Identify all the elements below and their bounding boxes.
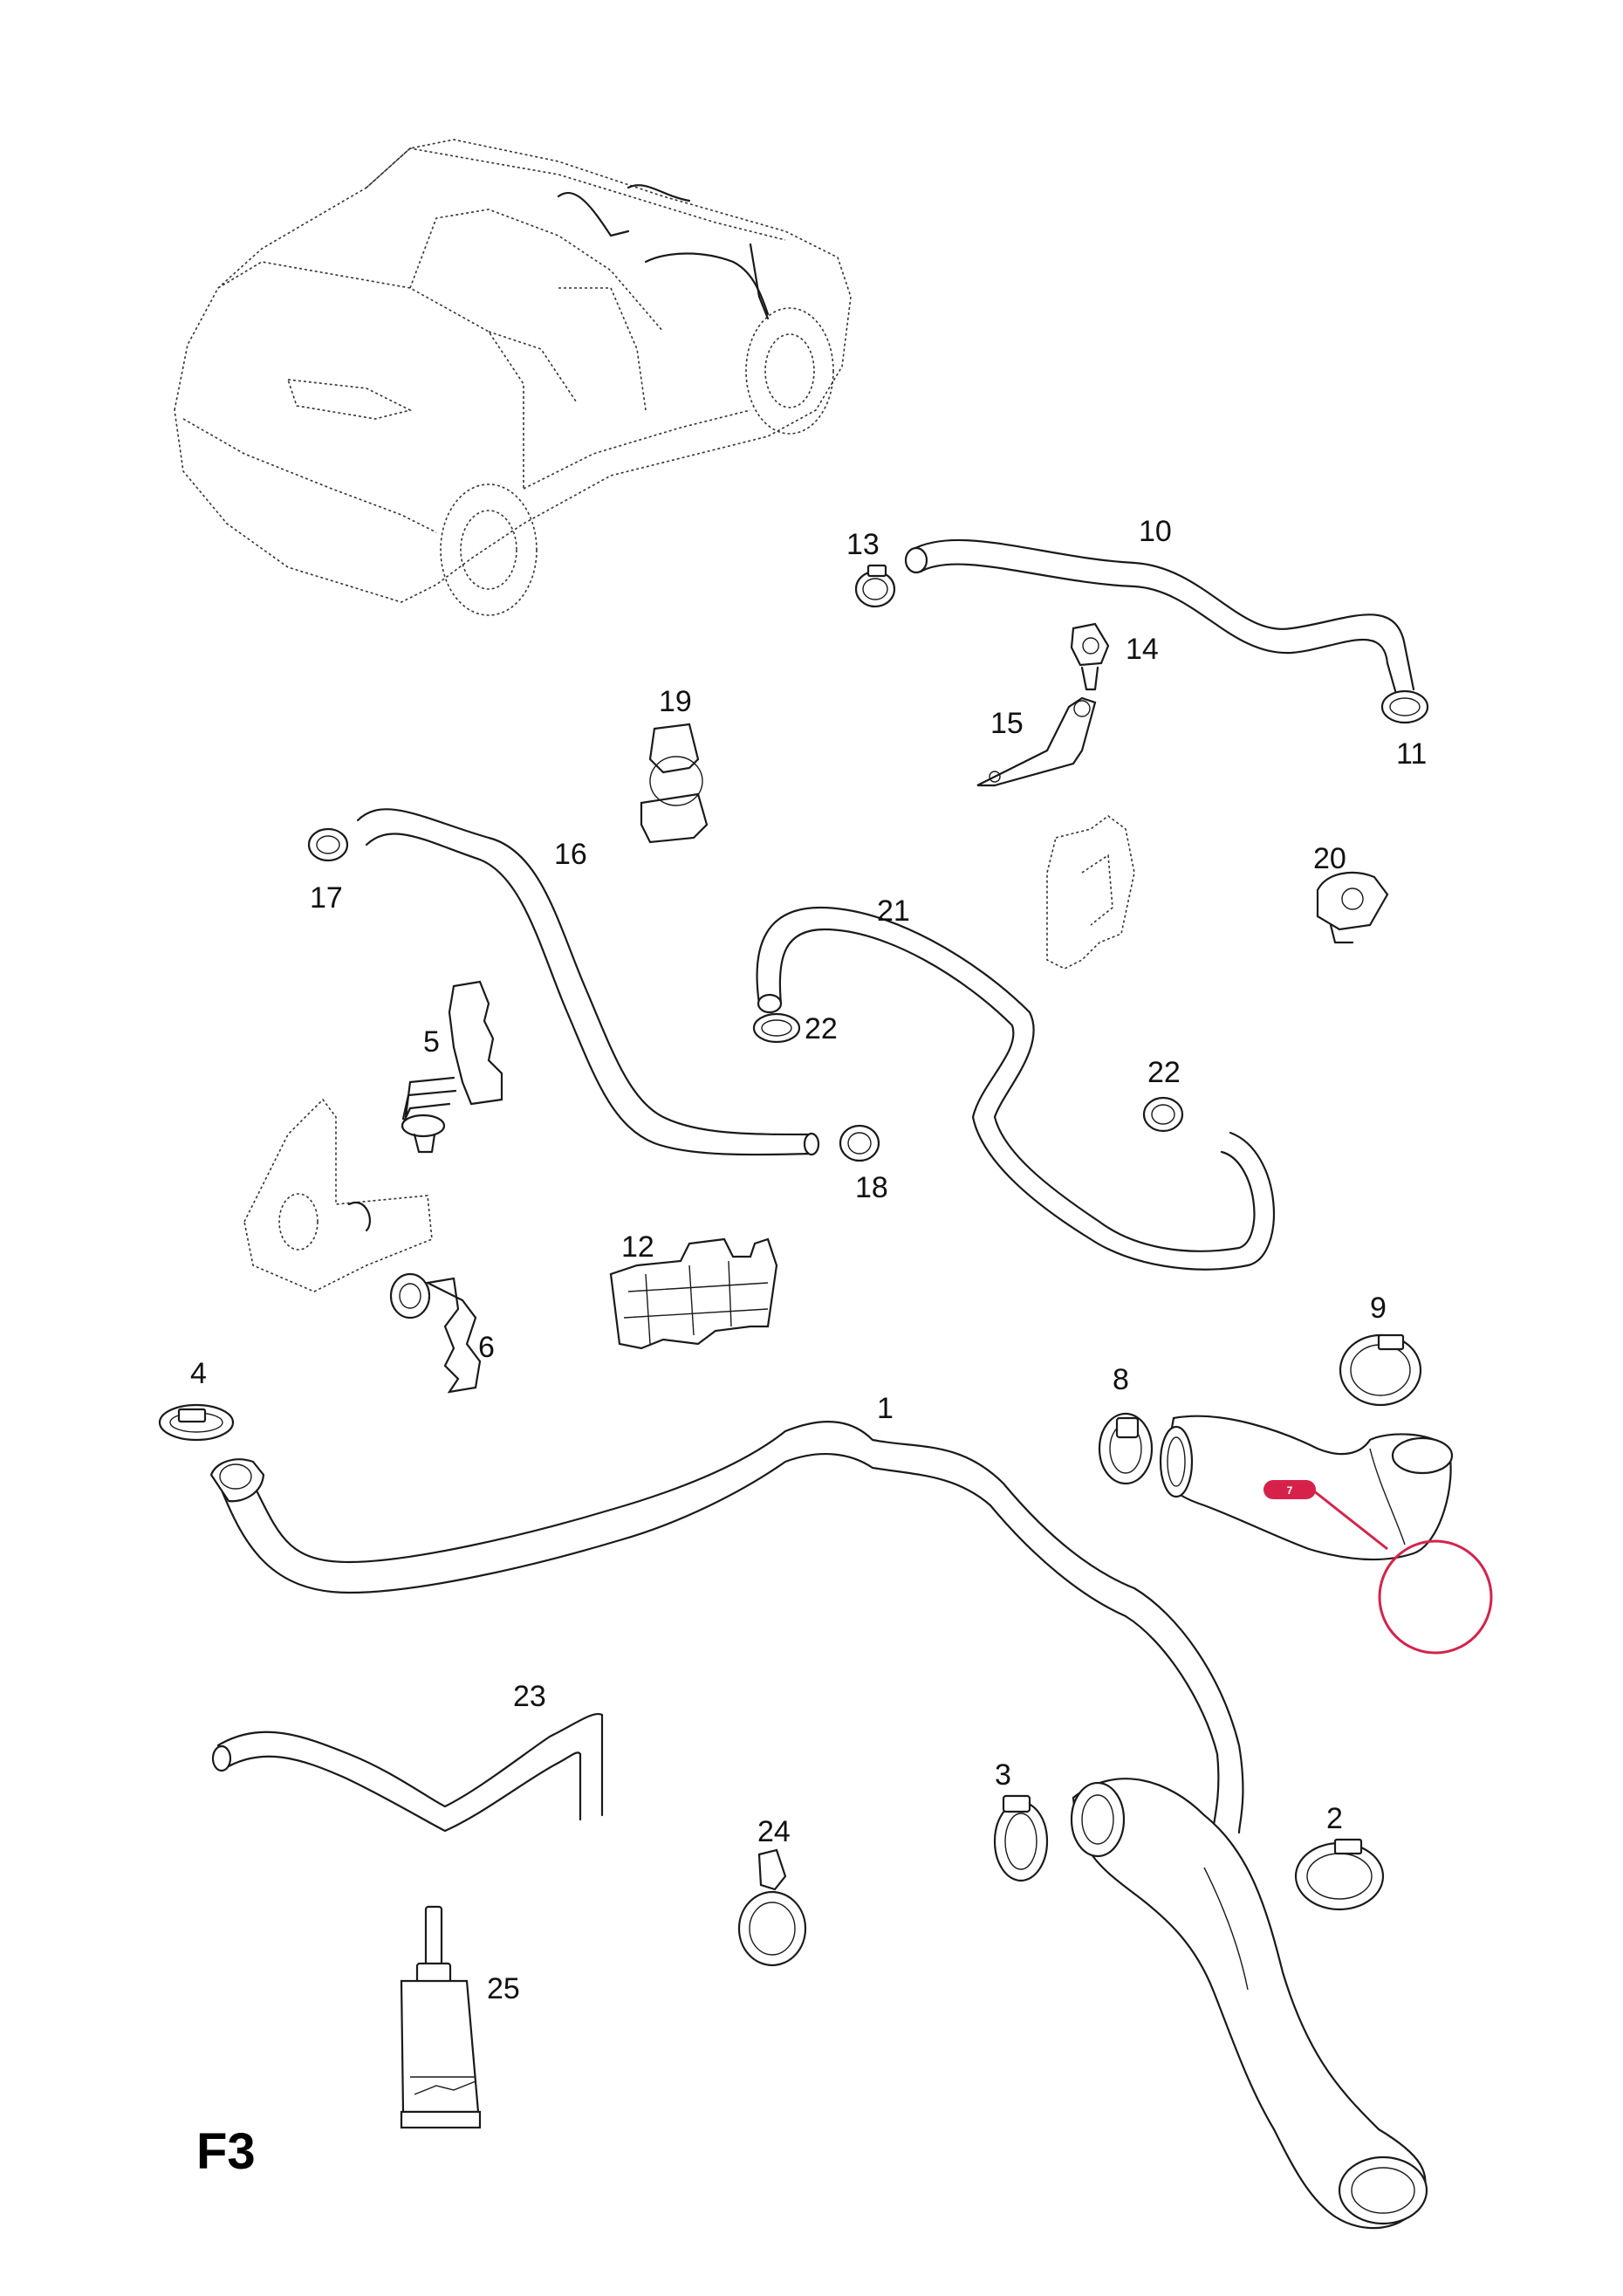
highlight-marker[interactable]: 7	[1263, 1480, 1493, 1655]
label-part-22-right: 22	[1147, 1056, 1181, 1089]
label-part-13: 13	[846, 528, 880, 561]
bracket-part-6	[389, 1272, 482, 1394]
clamp-part-18	[839, 1124, 880, 1162]
highlight-pin[interactable]	[1263, 1480, 1316, 1499]
hose-lower-radiator	[1070, 1778, 1428, 2230]
clamp-part-22-right	[1142, 1096, 1184, 1133]
clamp-part-11	[1380, 689, 1429, 724]
label-part-2: 2	[1326, 1802, 1343, 1835]
clip-part-19	[640, 723, 709, 844]
clamp-part-13	[854, 564, 896, 608]
bracket-unlabeled-center	[1046, 815, 1135, 970]
clip-part-12	[609, 1237, 778, 1350]
label-part-18: 18	[855, 1171, 888, 1204]
clip-part-20	[1316, 871, 1389, 944]
hose-part-16	[356, 808, 820, 1156]
clamp-part-2	[1294, 1838, 1385, 1911]
clamp-part-22-upper	[752, 1012, 801, 1044]
sheet-label: F3	[196, 2123, 256, 2180]
label-part-8: 8	[1113, 1363, 1129, 1396]
label-part-6: 6	[478, 1331, 495, 1364]
label-part-3: 3	[995, 1758, 1011, 1792]
hose-part-1	[209, 1421, 1244, 1843]
label-part-1: 1	[877, 1392, 894, 1425]
label-part-5: 5	[423, 1025, 440, 1059]
highlight-pin-label: 7	[1287, 1484, 1293, 1497]
clamp-part-3	[993, 1794, 1049, 1882]
label-part-10: 10	[1139, 515, 1172, 548]
hose-part-21	[756, 906, 1276, 1271]
label-part-22-upper: 22	[805, 1012, 838, 1045]
label-part-23: 23	[513, 1680, 546, 1713]
hose-part-23	[211, 1712, 604, 1833]
label-part-20: 20	[1313, 842, 1346, 875]
label-part-11: 11	[1396, 737, 1427, 771]
part-labels: 1 2 3 4 5 6 8 9 10 11 12 13 14 15 16 17 …	[190, 515, 1427, 2005]
label-part-15: 15	[990, 707, 1024, 740]
label-part-24: 24	[757, 1815, 791, 1848]
clamp-part-17	[307, 827, 349, 862]
bracket-part-5	[401, 980, 503, 1154]
clamp-part-8	[1098, 1412, 1154, 1485]
clip-part-14	[1070, 622, 1110, 691]
clamp-part-9	[1339, 1333, 1422, 1407]
clamp-part-24	[737, 1848, 807, 1967]
label-part-19: 19	[659, 685, 692, 718]
label-part-17: 17	[310, 881, 343, 915]
label-part-4: 4	[190, 1357, 207, 1390]
clamp-part-4	[158, 1403, 235, 1442]
highlight-circle[interactable]	[1378, 1539, 1493, 1655]
label-part-21: 21	[877, 894, 910, 928]
label-part-25: 25	[487, 1972, 520, 2005]
hose-part-10	[904, 538, 1415, 696]
label-part-9: 9	[1370, 1292, 1387, 1325]
bracket-unlabeled-left	[243, 1098, 433, 1292]
label-part-12: 12	[621, 1230, 654, 1264]
label-part-14: 14	[1126, 633, 1159, 666]
vehicle-outline	[174, 139, 852, 616]
bracket-part-15	[976, 696, 1097, 787]
sealant-tube-part-25	[400, 1905, 482, 2129]
label-part-16: 16	[554, 838, 587, 871]
